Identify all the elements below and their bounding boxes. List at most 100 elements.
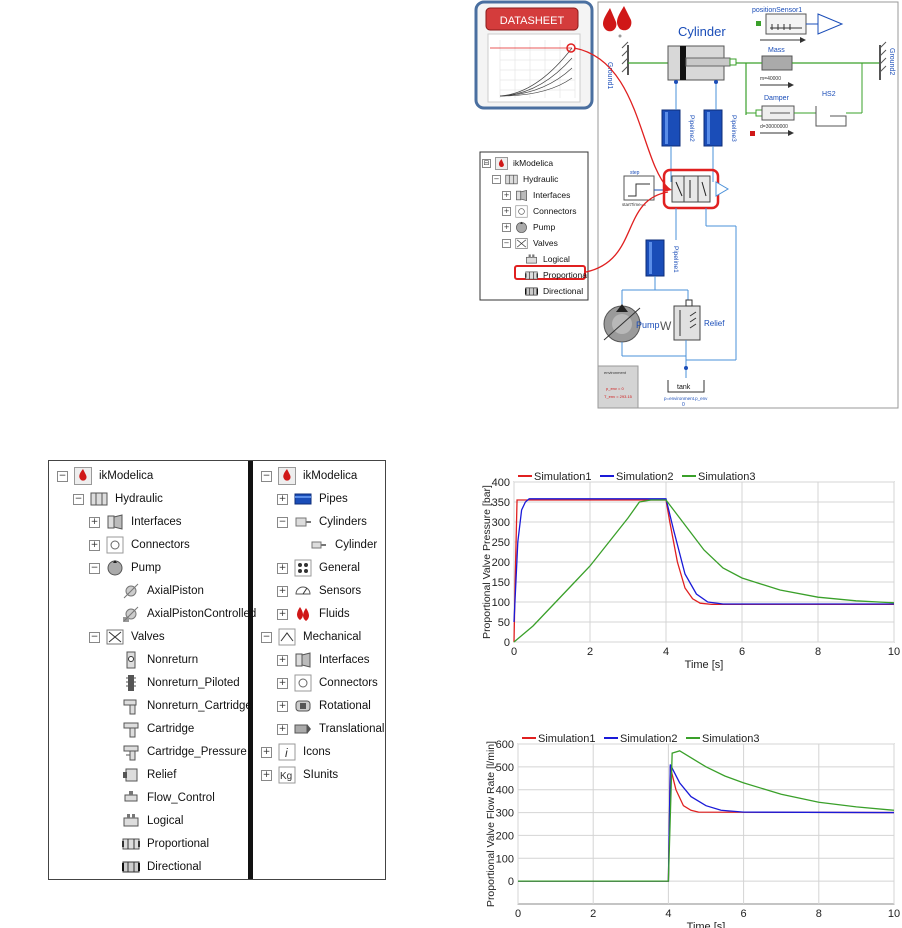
mini-tree-item-pump[interactable]: +Pump — [502, 219, 555, 235]
plot-area — [517, 743, 895, 905]
tree-item-cylinder[interactable]: Cylinder — [293, 534, 377, 556]
tree-item-nonreturn-cartridge[interactable]: Nonreturn_Cartridge — [105, 695, 252, 717]
expand-icon[interactable]: + — [502, 222, 511, 232]
collapse-icon[interactable]: − — [502, 238, 511, 248]
tree-item-label: Interfaces — [319, 654, 370, 666]
collapse-icon[interactable]: − — [261, 631, 272, 643]
mini-tree-item-hydraulic[interactable]: −Hydraulic — [492, 171, 558, 187]
tree-item-cartridge-pressure[interactable]: Cartridge_Pressure — [105, 741, 247, 763]
diagram-canvas — [597, 1, 899, 409]
tree-item-cartridge[interactable]: Cartridge — [105, 718, 194, 740]
nonreturn-cartridge-icon — [122, 697, 140, 715]
svg-text:Kg: Kg — [280, 771, 292, 782]
mini-tree-root[interactable]: ⊟ ikModelica — [482, 155, 553, 171]
tree-item-interfaces[interactable]: + Interfaces — [277, 649, 370, 671]
y-tick-label: 500 — [496, 762, 514, 774]
tree-item-translational[interactable]: +Translational — [277, 718, 384, 740]
expand-icon[interactable]: + — [261, 769, 272, 781]
collapse-icon[interactable]: − — [277, 516, 288, 528]
tree-item-connectors[interactable]: +Connectors — [89, 534, 190, 556]
y-tick-label: 50 — [498, 617, 510, 629]
collapse-icon[interactable]: − — [492, 174, 501, 184]
collapse-icon[interactable]: − — [89, 631, 100, 643]
y-tick-label: 200 — [492, 557, 510, 569]
tree-item-label: AxialPiston — [147, 585, 204, 597]
tree-item-cylinders[interactable]: −Cylinders — [277, 511, 367, 533]
mini-tree-item-label: Logical — [543, 254, 570, 264]
mini-tree-item-directional[interactable]: Directional — [512, 283, 583, 299]
tree-item-flow-control[interactable]: Flow_Control — [105, 787, 215, 809]
tree-item-axialpistoncontrolled[interactable]: AxialPistonControlled — [105, 603, 256, 625]
cylinder-component[interactable]: Cylinder — [667, 24, 737, 84]
tree-item-label: Rotational — [319, 700, 371, 712]
tree-item-ikmodelica[interactable]: −ikModelica — [57, 465, 153, 487]
tree-item-label: Connectors — [319, 677, 378, 689]
tree-item-label: Interfaces — [131, 516, 182, 528]
svg-text:i: i — [285, 746, 288, 760]
collapse-icon[interactable]: − — [73, 493, 84, 505]
proportional-valve[interactable] — [662, 168, 729, 210]
ikmodelica-icon — [74, 467, 92, 485]
tree-item-nonreturn-piloted[interactable]: Nonreturn_Piloted — [105, 672, 240, 694]
tree-item-hydraulic[interactable]: −Hydraulic — [73, 488, 163, 510]
collapse-icon[interactable]: ⊟ — [482, 158, 491, 168]
collapse-icon[interactable]: − — [261, 470, 272, 482]
expand-icon[interactable]: + — [261, 746, 272, 758]
mini-tree-item-connectors[interactable]: +Connectors — [502, 203, 576, 219]
tree-item-relief[interactable]: Relief — [105, 764, 176, 786]
pipeline3: Pipeline3 — [703, 109, 737, 147]
mini-tree-item-proportional[interactable]: Proportional — [512, 267, 589, 283]
x-tick-label: 6 — [741, 908, 747, 920]
tree-item-directional[interactable]: Directional — [105, 856, 201, 878]
expand-icon[interactable]: + — [89, 539, 100, 551]
mini-tree-item-valves[interactable]: −Valves — [502, 235, 558, 251]
tree-item-label: Flow_Control — [147, 792, 215, 804]
tree-divider — [248, 461, 253, 879]
tree-item-logical[interactable]: Logical — [105, 810, 183, 832]
tree-item-pump[interactable]: −Pump — [89, 557, 161, 579]
expand-icon[interactable]: + — [277, 562, 288, 574]
expand-icon[interactable]: + — [277, 608, 288, 620]
damper-component: Damper d=30000000 HS2 — [746, 63, 863, 136]
mini-tree-item-logical[interactable]: Logical — [512, 251, 570, 267]
tree-item-valves[interactable]: −Valves — [89, 626, 165, 648]
mini-tree-item-interfaces[interactable]: +Interfaces — [502, 187, 570, 203]
environment-t: T_env = 293.15 — [604, 394, 633, 399]
tree-item-nonreturn[interactable]: Nonreturn — [105, 649, 198, 671]
tree-item-connectors[interactable]: + Connectors — [277, 672, 378, 694]
mini-tree-root-label: ikModelica — [513, 158, 554, 168]
position-sensor-label: positionSensor1 — [752, 7, 802, 14]
expand-icon[interactable]: + — [277, 723, 288, 735]
tree-item-label: Cartridge — [147, 723, 195, 735]
pump-icon — [106, 559, 124, 577]
tree-item-proportional[interactable]: Proportional — [105, 833, 209, 855]
y-tick-label: 100 — [496, 853, 514, 865]
environment-label: environment — [604, 370, 627, 375]
expand-icon[interactable]: + — [89, 516, 100, 528]
directional-icon — [525, 285, 538, 298]
tree-item-rotational[interactable]: + Rotational — [277, 695, 371, 717]
expand-icon[interactable]: + — [277, 585, 288, 597]
tree-item-mechanical[interactable]: −Mechanical — [261, 626, 361, 648]
collapse-icon[interactable]: − — [89, 562, 100, 574]
expand-icon[interactable]: + — [277, 654, 288, 666]
tree-item-general[interactable]: +General — [277, 557, 360, 579]
expand-icon[interactable]: + — [277, 700, 288, 712]
expand-icon[interactable]: + — [502, 206, 511, 216]
tree-item-sensors[interactable]: +Sensors — [277, 580, 361, 602]
x-axis-label: Time [s] — [687, 921, 726, 928]
expand-icon[interactable]: + — [502, 190, 511, 200]
expand-icon[interactable]: + — [277, 677, 288, 689]
tree-item-ikmodelica[interactable]: −ikModelica — [261, 465, 357, 487]
tree-item-fluids[interactable]: +Fluids — [277, 603, 350, 625]
tree-item-axialpiston[interactable]: AxialPiston — [105, 580, 204, 602]
collapse-icon[interactable]: − — [57, 470, 68, 482]
expand-icon[interactable]: + — [277, 493, 288, 505]
tree-item-pipes[interactable]: +Pipes — [277, 488, 348, 510]
pump-icon — [515, 221, 528, 234]
tree-item-interfaces[interactable]: + Interfaces — [89, 511, 182, 533]
mass-component: Mass m=40000 — [760, 47, 794, 88]
